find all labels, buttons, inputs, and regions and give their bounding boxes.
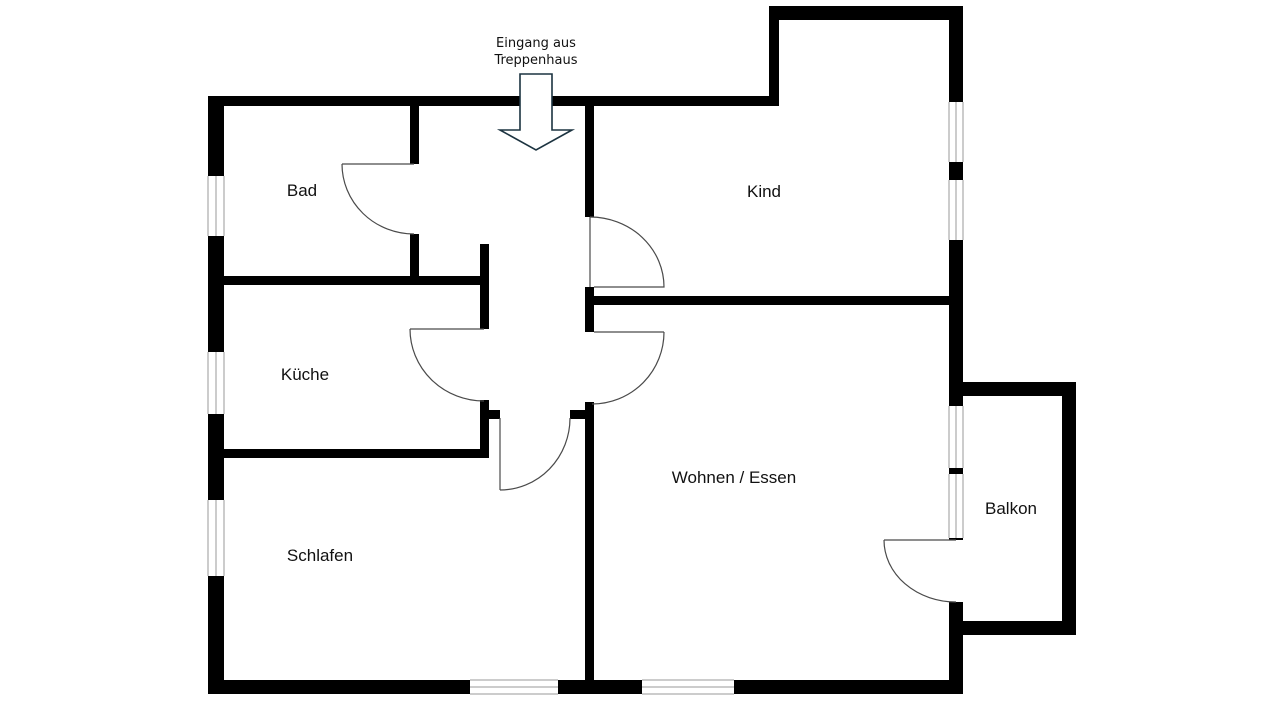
interior-walls xyxy=(216,100,955,687)
entrance-label-line2: Treppenhaus xyxy=(493,53,577,68)
door-kind xyxy=(589,216,665,288)
room-label-bad: Bad xyxy=(287,181,317,200)
room-label-schlafen: Schlafen xyxy=(287,546,353,565)
window-schlafen-bottom xyxy=(470,679,558,695)
room-label-kueche: Küche xyxy=(281,365,329,384)
door-wohnen xyxy=(591,331,665,405)
outer-walls xyxy=(208,6,1076,694)
window-schlafen-side xyxy=(207,500,225,576)
window-kind-lower xyxy=(948,180,964,240)
door-bad xyxy=(341,163,415,235)
room-label-kind: Kind xyxy=(747,182,781,201)
entrance-label-line1: Eingang aus xyxy=(496,36,576,51)
door-schlafen xyxy=(499,417,571,491)
window-wohnen-balkon-upper xyxy=(948,406,964,468)
window-wohnen-bottom xyxy=(642,679,734,695)
balcony-door-opening xyxy=(949,540,963,602)
doors xyxy=(341,163,957,603)
window-wohnen-balkon-lower xyxy=(948,474,964,538)
window-bad xyxy=(207,176,225,236)
entrance-arrow-icon xyxy=(496,73,576,151)
window-kind-upper xyxy=(948,102,964,162)
windows xyxy=(207,102,964,695)
window-kueche xyxy=(207,352,225,414)
door-balkon xyxy=(883,539,957,603)
room-label-balkon: Balkon xyxy=(985,499,1037,518)
door-kueche xyxy=(409,328,485,402)
room-label-wohnen: Wohnen / Essen xyxy=(672,468,796,487)
